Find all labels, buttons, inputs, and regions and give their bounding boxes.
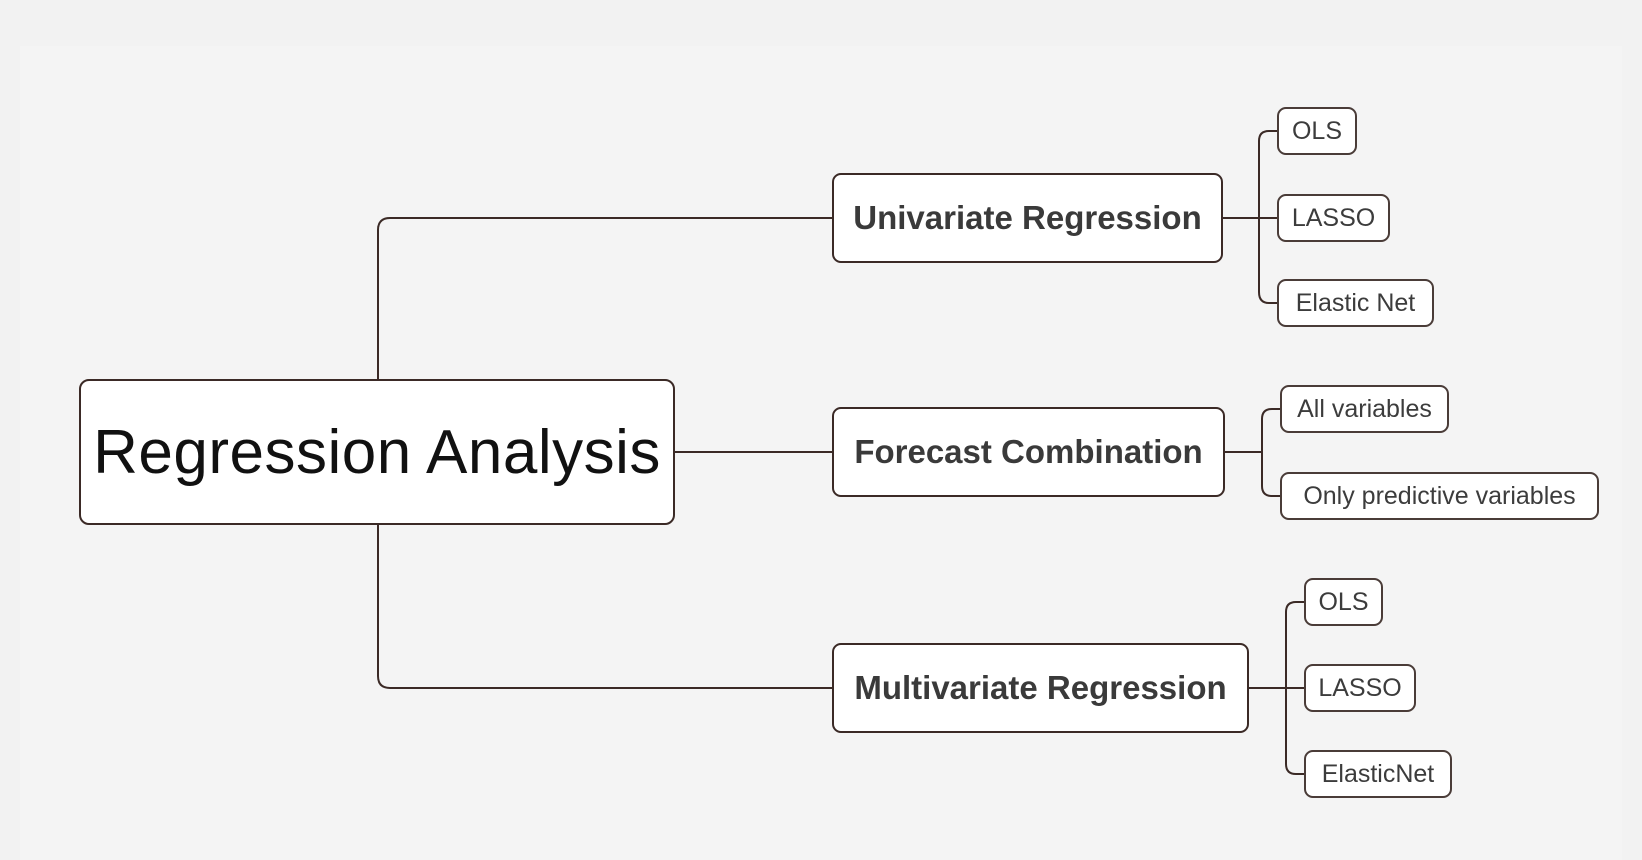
connector-root-multivariate (377, 525, 832, 689)
leaf-node-all-variables[interactable]: All variables (1280, 385, 1449, 433)
branch-node-label: Forecast Combination (854, 433, 1203, 470)
leaf-node-label: ElasticNet (1321, 759, 1435, 788)
leaf-node-univariate-lasso[interactable]: LASSO (1277, 194, 1390, 242)
branch-node-univariate-regression[interactable]: Univariate Regression (832, 173, 1223, 263)
leaf-node-label: LASSO (1291, 203, 1376, 232)
leaf-node-univariate-ols[interactable]: OLS (1277, 107, 1357, 155)
connector-root-univariate (377, 217, 832, 379)
leaf-node-label: Elastic Net (1295, 288, 1416, 317)
connector-forecast-all (1261, 408, 1280, 497)
connector-univariate-ols (1258, 130, 1277, 304)
branch-node-forecast-combination[interactable]: Forecast Combination (832, 407, 1225, 497)
branch-node-multivariate-regression[interactable]: Multivariate Regression (832, 643, 1249, 733)
root-node-label: Regression Analysis (93, 417, 661, 487)
leaf-node-univariate-elastic-net[interactable]: Elastic Net (1277, 279, 1434, 327)
leaf-node-multivariate-elasticnet[interactable]: ElasticNet (1304, 750, 1452, 798)
root-node[interactable]: Regression Analysis (79, 379, 675, 525)
leaf-node-label: Only predictive variables (1303, 481, 1576, 510)
leaf-node-label: All variables (1297, 394, 1432, 423)
leaf-node-multivariate-ols[interactable]: OLS (1304, 578, 1383, 626)
leaf-node-multivariate-lasso[interactable]: LASSO (1304, 664, 1416, 712)
branch-node-label: Multivariate Regression (854, 669, 1227, 706)
leaf-node-label: LASSO (1318, 673, 1402, 702)
branch-node-label: Univariate Regression (853, 199, 1202, 236)
leaf-node-label: OLS (1291, 116, 1343, 145)
leaf-node-only-predictive-variables[interactable]: Only predictive variables (1280, 472, 1599, 520)
leaf-node-label: OLS (1318, 587, 1369, 616)
